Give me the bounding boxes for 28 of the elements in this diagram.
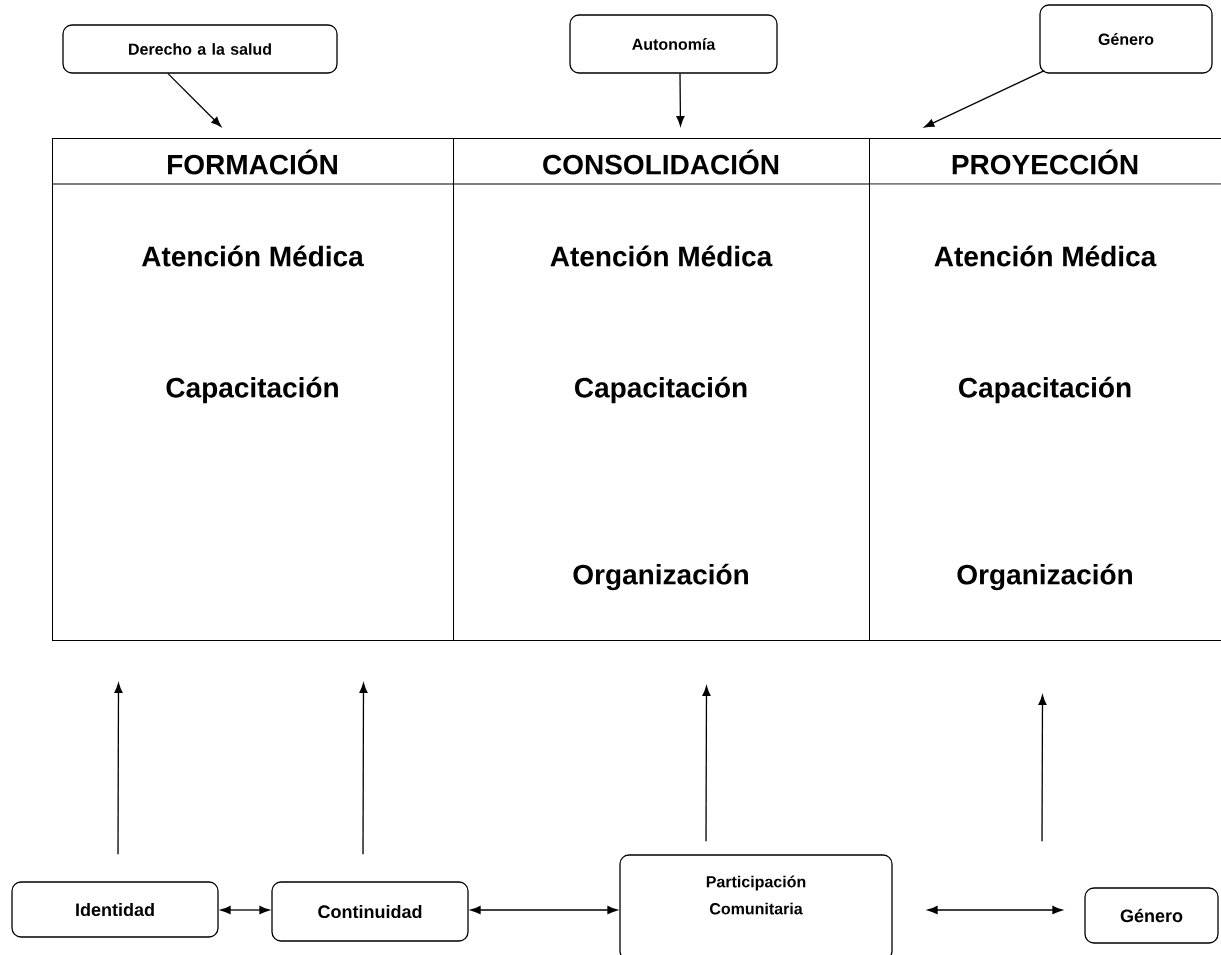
label-box: Participación Comunitaria [619,854,893,955]
column-heading: CONSOLIDACIÓN [543,149,779,175]
column-heading: PROYECCIÓN [952,149,1138,175]
arrow [220,906,270,914]
arrow [927,906,1063,914]
column-heading: FORMACIÓN [168,149,337,175]
arrow [676,73,685,126]
label-box: Derecho a la salud [62,24,338,74]
arrow [167,73,222,127]
item-text: Capacitación [959,376,1131,404]
label-box: Género [1039,4,1213,74]
label-box: Continuidad [271,881,469,942]
label-box: Género [1084,887,1219,944]
item-text: Capacitación [166,376,338,404]
label-box: Autonomía [569,14,778,74]
item-text: Organización [573,563,748,591]
arrow [114,683,123,855]
arrow [470,906,618,914]
item-text: Atención Médica [934,245,1157,267]
arrow [1038,695,1047,842]
item-text: Capacitación [575,376,747,404]
arrow [924,70,1045,128]
item-text: Atención Médica [141,245,364,267]
item-text: Atención Médica [550,245,773,267]
arrow [359,683,368,855]
label-box: Identidad [11,881,219,938]
item-text: Organización [957,563,1132,591]
arrow [702,686,711,842]
